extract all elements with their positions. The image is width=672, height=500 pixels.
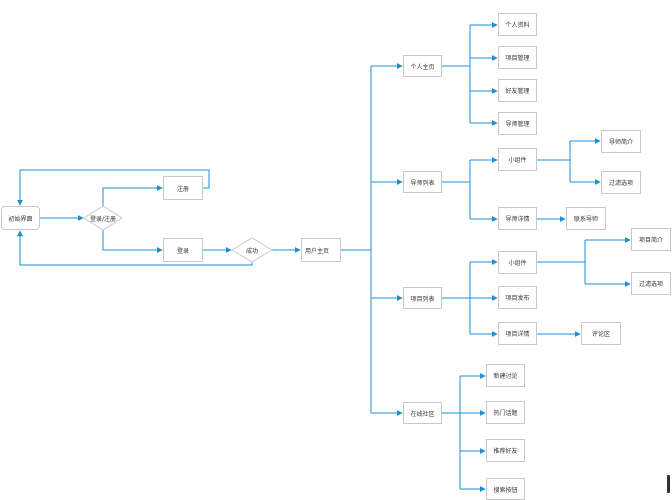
edge-user-home-bus xyxy=(341,66,372,413)
edge-register-loop-back xyxy=(17,169,210,206)
node-mentor-detail[interactable]: 导师详情 xyxy=(498,207,537,230)
node-project-intro[interactable]: 项目简介 xyxy=(631,228,671,251)
node-mentor-widget[interactable]: 小组件 xyxy=(498,148,537,171)
scrollbar-thumb[interactable] xyxy=(667,475,670,493)
node-recommended-friends[interactable]: 推荐好友 xyxy=(486,439,525,462)
node-project-publish[interactable]: 项目发布 xyxy=(498,286,537,309)
edge-project-widget-bus xyxy=(537,240,586,284)
node-user-home[interactable]: 用户主页 xyxy=(301,238,341,262)
node-personal-home[interactable]: 个人主页 xyxy=(403,55,442,77)
diamond-success[interactable] xyxy=(231,237,273,263)
node-mentor-list[interactable]: 导师列表 xyxy=(403,171,442,193)
node-register[interactable]: 注册 xyxy=(163,176,203,200)
edges xyxy=(17,22,631,492)
node-contact-mentor[interactable]: 联系导师 xyxy=(566,207,606,230)
node-friend-management[interactable]: 好友管理 xyxy=(498,79,537,102)
edge-project-bus xyxy=(442,262,471,334)
diamond-login-register[interactable] xyxy=(83,205,123,231)
node-project-widget[interactable]: 小组件 xyxy=(498,251,537,274)
node-project-management[interactable]: 项目管理 xyxy=(498,46,537,69)
node-profile[interactable]: 个人资料 xyxy=(498,13,537,36)
edge-mentor-widget-bus xyxy=(537,141,571,182)
edge-diamond-to-login xyxy=(102,230,163,253)
node-search-button[interactable]: 搜索按钮 xyxy=(486,478,525,500)
node-mentor-intro[interactable]: 导师简介 xyxy=(601,130,641,153)
node-community[interactable]: 在线社区 xyxy=(403,402,442,424)
edge-personal-bus xyxy=(442,25,471,123)
edge-community-bus xyxy=(442,376,461,489)
node-project-detail[interactable]: 项目详情 xyxy=(498,322,537,345)
node-project-filter[interactable]: 过滤选项 xyxy=(631,272,671,295)
edge-mentor-bus xyxy=(442,160,471,219)
edge-success-loop-back xyxy=(17,230,253,266)
node-mentor-management[interactable]: 导师管理 xyxy=(498,112,537,135)
node-hot-topics[interactable]: 热门话题 xyxy=(486,401,525,424)
node-start[interactable]: 初始界面 xyxy=(1,206,40,230)
node-login[interactable]: 登录 xyxy=(163,238,203,262)
node-new-discussion[interactable]: 新建讨论 xyxy=(486,364,525,387)
node-project-list[interactable]: 项目列表 xyxy=(403,287,442,309)
node-comments[interactable]: 评论区 xyxy=(581,322,621,345)
edge-diamond-to-register xyxy=(102,185,163,206)
node-mentor-filter[interactable]: 过滤选项 xyxy=(601,171,641,194)
